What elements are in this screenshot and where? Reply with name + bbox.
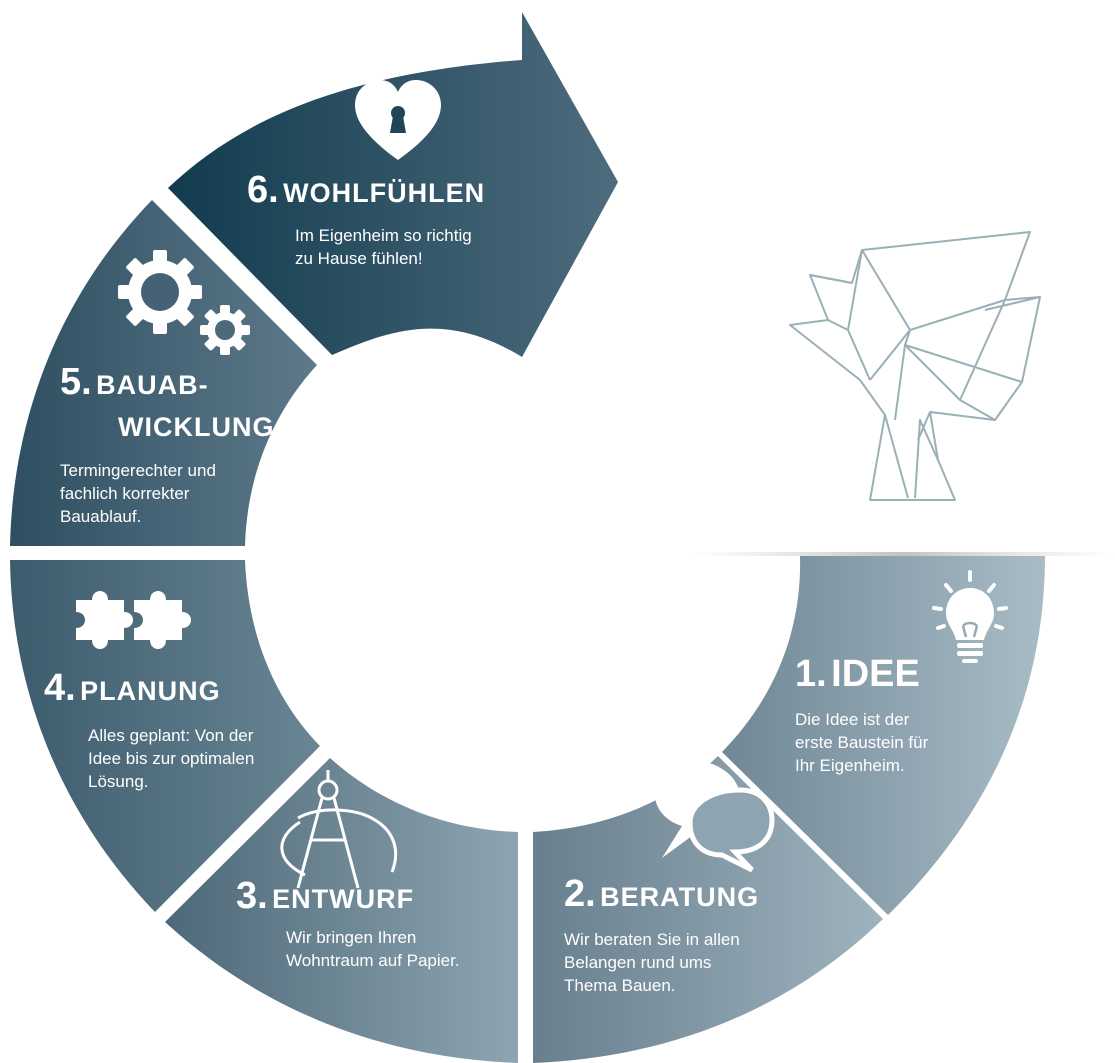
step-title: WOHLFÜHLEN (283, 178, 486, 208)
step-desc-line: Idee bis zur optimalen (88, 749, 255, 768)
compass-icon (280, 770, 398, 889)
segment-beratung (533, 756, 883, 1063)
step-number: 3. (236, 875, 268, 917)
step-number: 5. (60, 361, 92, 403)
step-2-label: 2. BERATUNG Wir beraten Sie in allen Bel… (564, 874, 759, 997)
step-desc-line: Thema Bauen. (564, 976, 676, 995)
step-desc-line: Bauablauf. (60, 507, 142, 526)
step-title: BAUAB- (96, 370, 209, 400)
step-desc-line: Die Idee ist der (795, 710, 910, 729)
polygon-tree-icon (789, 231, 1041, 501)
lightbulb-icon (932, 570, 1008, 663)
step-number: 2. (564, 873, 596, 915)
step-title: PLANUNG (80, 676, 221, 706)
step-desc-line: Wir bringen Ihren (286, 928, 417, 947)
puzzle-icon (76, 591, 191, 649)
step-3-label: 3. ENTWURF Wir bringen Ihren Wohntraum a… (236, 876, 460, 972)
step-desc-line: erste Baustein für (795, 733, 929, 752)
step-desc-line: Lösung. (88, 772, 149, 791)
step-number: 6. (247, 169, 279, 211)
segment-entwurf (165, 758, 518, 1063)
segment-bauabwicklung (10, 200, 317, 546)
step-title-line2: WICKLUNG (118, 412, 275, 442)
step-desc-line: Ihr Eigenheim. (795, 756, 905, 775)
step-4-label: 4. PLANUNG Alles geplant: Von der Idee b… (44, 668, 254, 793)
step-5-label: 5. BAUAB- WICKLUNG Termingerechter und f… (60, 362, 274, 528)
segment-planung (10, 560, 320, 912)
step-number: 1. (795, 653, 827, 695)
step-title: ENTWURF (272, 884, 415, 914)
step-desc-line: Belangen rund ums (564, 953, 712, 972)
heart-lock-icon (355, 80, 441, 160)
step-desc-line: Im Eigenheim so richtig (295, 226, 472, 245)
step-desc-line: Alles geplant: Von der (88, 726, 254, 745)
step-desc-line: zu Hause fühlen! (295, 249, 423, 268)
step-number: 4. (44, 667, 76, 709)
step-title: BERATUNG (600, 882, 760, 912)
step-1-label: 1. IDEE Die Idee ist der erste Baustein … (795, 654, 928, 777)
gears-icon (118, 250, 250, 355)
step-desc-line: fachlich korrekter (60, 484, 190, 503)
step-desc-line: Wir beraten Sie in allen (564, 930, 740, 949)
step-title: IDEE (831, 653, 920, 695)
segment-wohlfuehlen-arrow (168, 12, 618, 357)
step-desc-line: Wohntraum auf Papier. (286, 951, 460, 970)
speech-bubbles-icon (655, 760, 775, 873)
step-6-label: 6. WOHLFÜHLEN Im Eigenheim so richtig zu… (247, 170, 485, 270)
step-desc-line: Termingerechter und (60, 461, 216, 480)
divider-shadow (690, 552, 1115, 556)
